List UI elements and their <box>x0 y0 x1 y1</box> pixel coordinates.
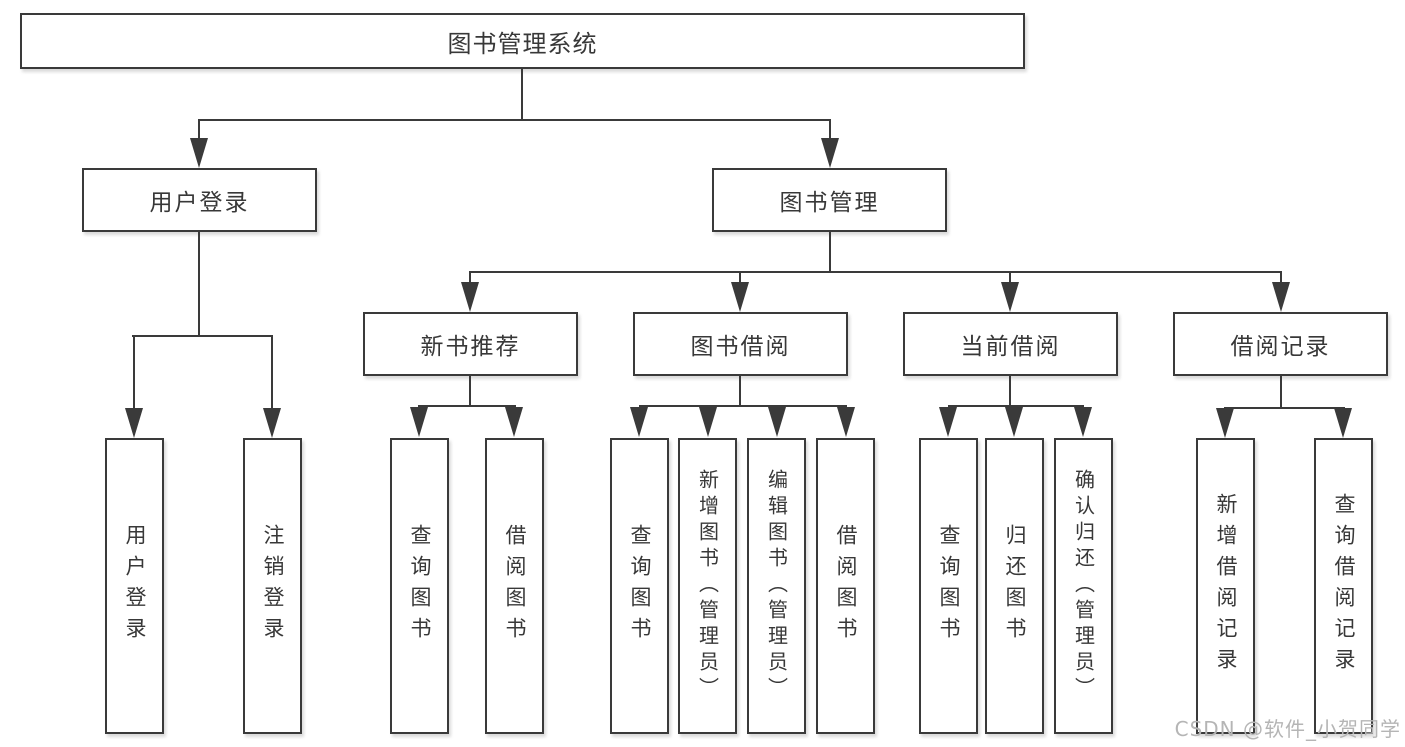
connector-line <box>418 405 516 407</box>
leaf-add-borrow-record: 新增借阅记录 <box>1196 438 1255 734</box>
connector-line <box>1280 271 1282 284</box>
leaf-logout-label: 注销登录 <box>261 524 285 648</box>
connector-line <box>469 271 1282 273</box>
arrow-head-icon <box>190 138 208 168</box>
leaf-return-books-label: 归还图书 <box>1003 524 1027 648</box>
leaf-confirm-return-admin-label: 确认归还（管理员） <box>1071 469 1096 703</box>
connector-line <box>133 335 135 410</box>
leaf-add-book-admin: 新增图书（管理员） <box>678 438 737 734</box>
arrow-head-icon <box>461 282 479 312</box>
node-user-login: 用户登录 <box>82 168 317 232</box>
leaf-edit-book-admin: 编辑图书（管理员） <box>747 438 806 734</box>
connector-line <box>132 335 273 337</box>
leaf-logout: 注销登录 <box>243 438 302 734</box>
connector-line <box>639 405 847 407</box>
leaf-query-borrow-record-label: 查询借阅记录 <box>1332 493 1356 679</box>
node-current-borrow: 当前借阅 <box>903 312 1118 376</box>
root-node-label: 图书管理系统 <box>447 29 598 58</box>
connector-line <box>948 405 1084 407</box>
node-borrow-records: 借阅记录 <box>1173 312 1388 376</box>
connector-line <box>271 335 273 410</box>
connector-line <box>829 119 831 141</box>
node-book-borrow-label: 图书借阅 <box>690 334 791 360</box>
leaf-edit-book-admin-label: 编辑图书（管理员） <box>764 469 789 703</box>
arrow-head-icon <box>699 407 717 437</box>
connector-line <box>1009 271 1011 284</box>
connector-line <box>469 376 471 407</box>
arrow-head-icon <box>1216 408 1234 438</box>
arrow-head-icon <box>1001 282 1019 312</box>
leaf-query-books-borrow-label: 查询图书 <box>628 524 652 648</box>
leaf-query-books-current: 查询图书 <box>919 438 978 734</box>
leaf-query-books-recommend-label: 查询图书 <box>408 524 432 648</box>
connector-line <box>1280 376 1282 409</box>
node-book-management: 图书管理 <box>712 168 947 232</box>
connector-line <box>739 376 741 407</box>
leaf-add-book-admin-label: 新增图书（管理员） <box>695 469 720 703</box>
arrow-head-icon <box>1272 282 1290 312</box>
leaf-confirm-return-admin: 确认归还（管理员） <box>1054 438 1113 734</box>
arrow-head-icon <box>1074 407 1092 437</box>
root-node-library-system: 图书管理系统 <box>20 13 1025 69</box>
node-new-book-recommend: 新书推荐 <box>363 312 578 376</box>
connector-line <box>198 232 200 337</box>
arrow-head-icon <box>263 408 281 438</box>
connector-line <box>739 271 741 284</box>
leaf-query-books-borrow: 查询图书 <box>610 438 669 734</box>
leaf-user-login: 用户登录 <box>105 438 164 734</box>
connector-line <box>198 119 831 121</box>
connector-line <box>469 271 471 284</box>
leaf-query-borrow-record: 查询借阅记录 <box>1314 438 1373 734</box>
arrow-head-icon <box>125 408 143 438</box>
arrow-head-icon <box>837 407 855 437</box>
node-borrow-records-label: 借阅记录 <box>1230 334 1331 360</box>
connector-line <box>1009 376 1011 407</box>
arrow-head-icon <box>1005 407 1023 437</box>
leaf-borrow-books-recommend-label: 借阅图书 <box>503 524 527 648</box>
node-book-borrow: 图书借阅 <box>633 312 848 376</box>
csdn-watermark: CSDN @软件_小贺同学 <box>1174 717 1401 741</box>
connector-line <box>521 69 523 120</box>
leaf-return-books: 归还图书 <box>985 438 1044 734</box>
leaf-borrow-books-label: 借阅图书 <box>834 524 858 648</box>
node-current-borrow-label: 当前借阅 <box>960 334 1061 360</box>
arrow-head-icon <box>630 407 648 437</box>
node-book-management-label: 图书管理 <box>779 190 880 216</box>
arrow-head-icon <box>939 407 957 437</box>
arrow-head-icon <box>505 407 523 437</box>
node-new-book-recommend-label: 新书推荐 <box>420 334 521 360</box>
leaf-query-books-recommend: 查询图书 <box>390 438 449 734</box>
node-user-login-label: 用户登录 <box>149 190 250 216</box>
leaf-user-login-label: 用户登录 <box>123 524 147 648</box>
leaf-add-borrow-record-label: 新增借阅记录 <box>1214 493 1238 679</box>
arrow-head-icon <box>821 138 839 168</box>
connector-line <box>198 119 200 141</box>
connector-line <box>1224 407 1345 409</box>
leaf-borrow-books: 借阅图书 <box>816 438 875 734</box>
leaf-borrow-books-recommend: 借阅图书 <box>485 438 544 734</box>
arrow-head-icon <box>731 282 749 312</box>
leaf-query-books-current-label: 查询图书 <box>937 524 961 648</box>
arrow-head-icon <box>1334 408 1352 438</box>
arrow-head-icon <box>410 407 428 437</box>
arrow-head-icon <box>768 407 786 437</box>
connector-line <box>829 232 831 273</box>
